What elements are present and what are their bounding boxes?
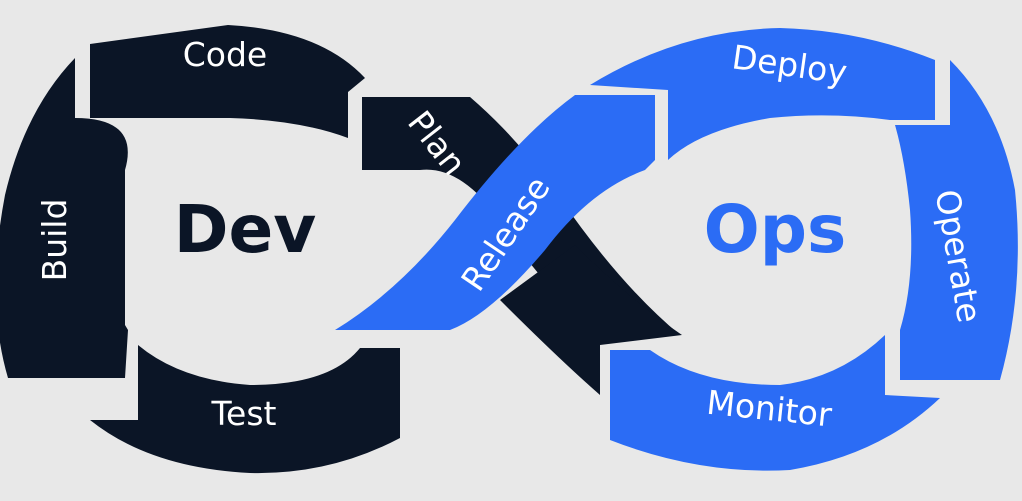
build-segment [0, 58, 128, 378]
release-segment [335, 95, 655, 330]
code-label: Code [183, 35, 267, 74]
dark-strand-lower [500, 245, 682, 395]
test-label: Test [211, 394, 277, 433]
dev-title: Dev [174, 191, 317, 268]
test-segment [90, 330, 400, 474]
dev-loop [0, 25, 682, 474]
operate-segment [895, 60, 1018, 380]
ops-loop [335, 28, 1018, 471]
code-segment [90, 25, 365, 138]
monitor-segment [610, 335, 940, 471]
build-label: Build [35, 199, 74, 282]
ops-title: Ops [704, 191, 847, 268]
deploy-segment [590, 28, 935, 160]
